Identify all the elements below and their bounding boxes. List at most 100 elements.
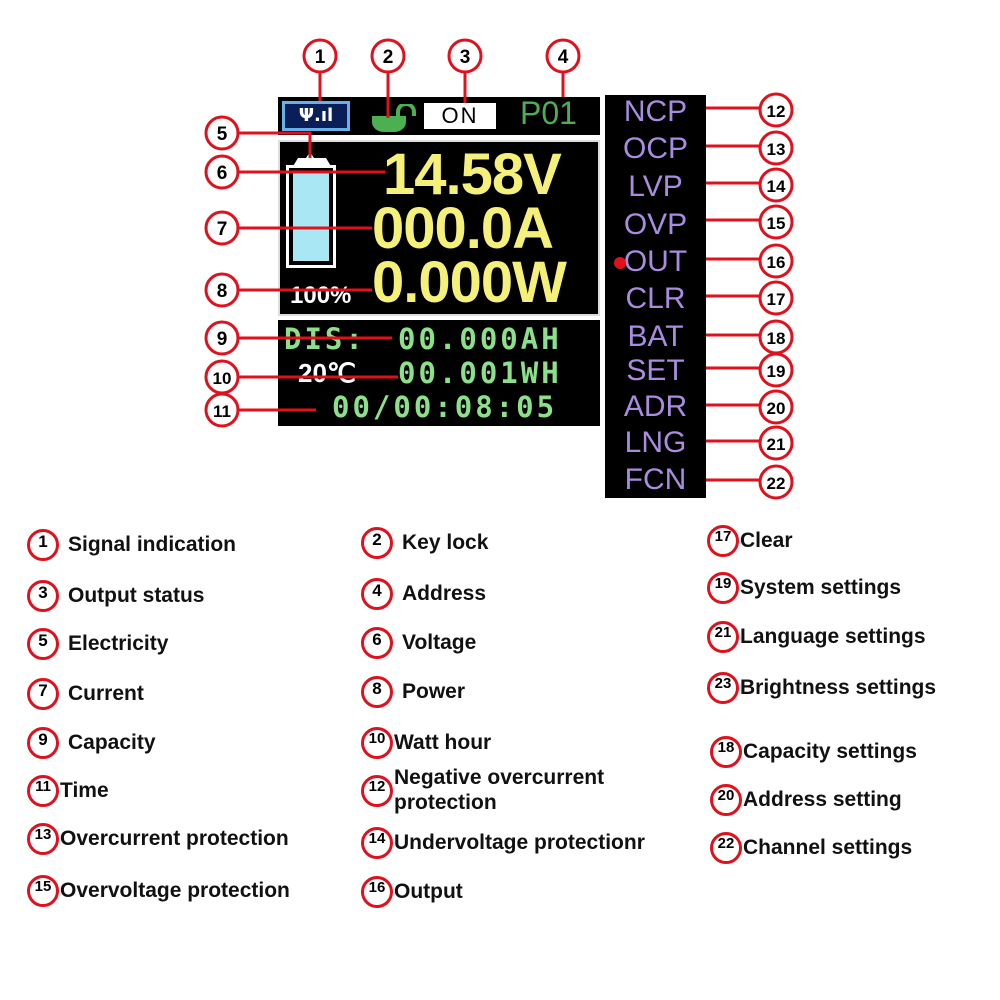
legend-number: 11 [27, 775, 59, 807]
callout-circle [758, 389, 794, 425]
legend-label: Address setting [743, 788, 902, 811]
address: P01 [520, 95, 577, 131]
legend-label: System settings [740, 576, 902, 599]
menu-item-ovp[interactable]: OVP [623, 208, 688, 241]
callout-circle [758, 204, 794, 240]
callout-number: 19 [767, 362, 786, 381]
energy: 00.001WH [398, 356, 562, 390]
callout-number: 20 [767, 399, 786, 418]
callout-circle [204, 210, 240, 246]
callout-number: 7 [217, 219, 228, 240]
menu-item-fcn[interactable]: FCN [624, 463, 687, 496]
legend-number: 22 [710, 832, 742, 864]
legend-number: 14 [361, 827, 393, 859]
legend-label: Capacity settings [743, 740, 917, 763]
callout-circle [758, 243, 794, 279]
callout-circle [204, 272, 240, 308]
callout-number: 3 [460, 47, 471, 68]
menu-item-lng[interactable]: LNG [624, 426, 687, 459]
legend-label: Brightness settings [740, 676, 937, 699]
legend-label: Voltage [402, 631, 477, 654]
menu-item-adr[interactable]: ADR [623, 390, 688, 423]
callout-circle [447, 38, 483, 74]
callout-circle [302, 38, 338, 74]
callout-number: 17 [767, 290, 786, 309]
legend-number: 23 [707, 672, 739, 704]
callout-circle [204, 115, 240, 151]
voltage: 14.58V [383, 142, 562, 207]
menu-item-bat[interactable]: BAT [627, 320, 684, 353]
callout-number: 9 [217, 329, 228, 350]
callout-circle [204, 392, 240, 428]
legend-label: Clear [740, 529, 793, 552]
menu-item-clr[interactable]: CLR [625, 282, 686, 315]
callout-circle [758, 130, 794, 166]
callout-number: 13 [767, 140, 786, 159]
callout-number: 4 [558, 47, 569, 68]
callout-number: 5 [217, 124, 228, 145]
legend-label: Output status [68, 584, 205, 607]
battery-cap-icon [292, 152, 332, 168]
battery-percent: 100% [290, 282, 352, 309]
legend-label: Overvoltage protection [60, 879, 290, 902]
output-status: ON [424, 103, 496, 129]
legend-label: Address [402, 582, 487, 605]
temperature: 20℃ [298, 358, 357, 388]
callout-number: 18 [767, 329, 786, 348]
legend-number: 6 [361, 627, 393, 659]
legend-number: 21 [707, 621, 739, 653]
legend-number: 18 [710, 736, 742, 768]
legend-number: 1 [27, 529, 59, 561]
legend-label: Undervoltage protectionr [394, 831, 645, 854]
menu-item-ncp[interactable]: NCP [623, 95, 688, 128]
capacity: 00.000AH [398, 322, 562, 356]
current: 000.0A [372, 196, 554, 261]
callout-number: 8 [217, 281, 228, 302]
callout-circle [758, 425, 794, 461]
signal-antenna-icon: Ψ.ıl [282, 101, 350, 131]
power: 0.000W [372, 250, 567, 315]
callout-number: 6 [217, 163, 228, 184]
callout-number: 14 [767, 177, 786, 196]
battery-icon [286, 165, 336, 268]
menu-item-ocp[interactable]: OCP [622, 132, 688, 165]
callout-number: 2 [383, 47, 394, 68]
legend-number: 17 [707, 525, 739, 557]
callout-number: 21 [767, 435, 786, 454]
legend-number: 2 [361, 527, 393, 559]
legend-label: Capacity [68, 731, 156, 754]
callout-number: 10 [213, 369, 232, 388]
callout-circle [758, 464, 794, 500]
battery-level [293, 172, 329, 261]
legend-number: 19 [707, 572, 739, 604]
legend-label: Language settings [740, 625, 926, 648]
legend-number: 9 [27, 727, 59, 759]
callout-number: 22 [767, 474, 786, 493]
legend-number: 12 [361, 775, 393, 807]
callout-number: 16 [767, 253, 786, 272]
legend-label: Signal indication [68, 533, 237, 556]
time: 00/00:08:05 [332, 390, 558, 424]
legend-number: 15 [27, 875, 59, 907]
legend-number: 7 [27, 678, 59, 710]
legend-label: Time [60, 779, 109, 802]
callout-line [238, 131, 312, 158]
callout-number: 1 [315, 47, 326, 68]
legend-number: 16 [361, 876, 393, 908]
menu-item-set[interactable]: SET [626, 354, 685, 387]
menu-item-out[interactable]: OUT [623, 245, 688, 278]
callout-circle [758, 92, 794, 128]
legend-label: Channel settings [743, 836, 913, 859]
callout-circle [204, 154, 240, 190]
callout-circle [758, 352, 794, 388]
menu-panel [605, 95, 706, 498]
selected-indicator [614, 257, 626, 269]
callout-circle [545, 38, 581, 74]
legend-number: 8 [361, 676, 393, 708]
legend-number: 10 [361, 727, 393, 759]
legend-number: 4 [361, 578, 393, 610]
callout-number: 15 [767, 214, 786, 233]
menu-item-lvp[interactable]: LVP [628, 170, 683, 203]
